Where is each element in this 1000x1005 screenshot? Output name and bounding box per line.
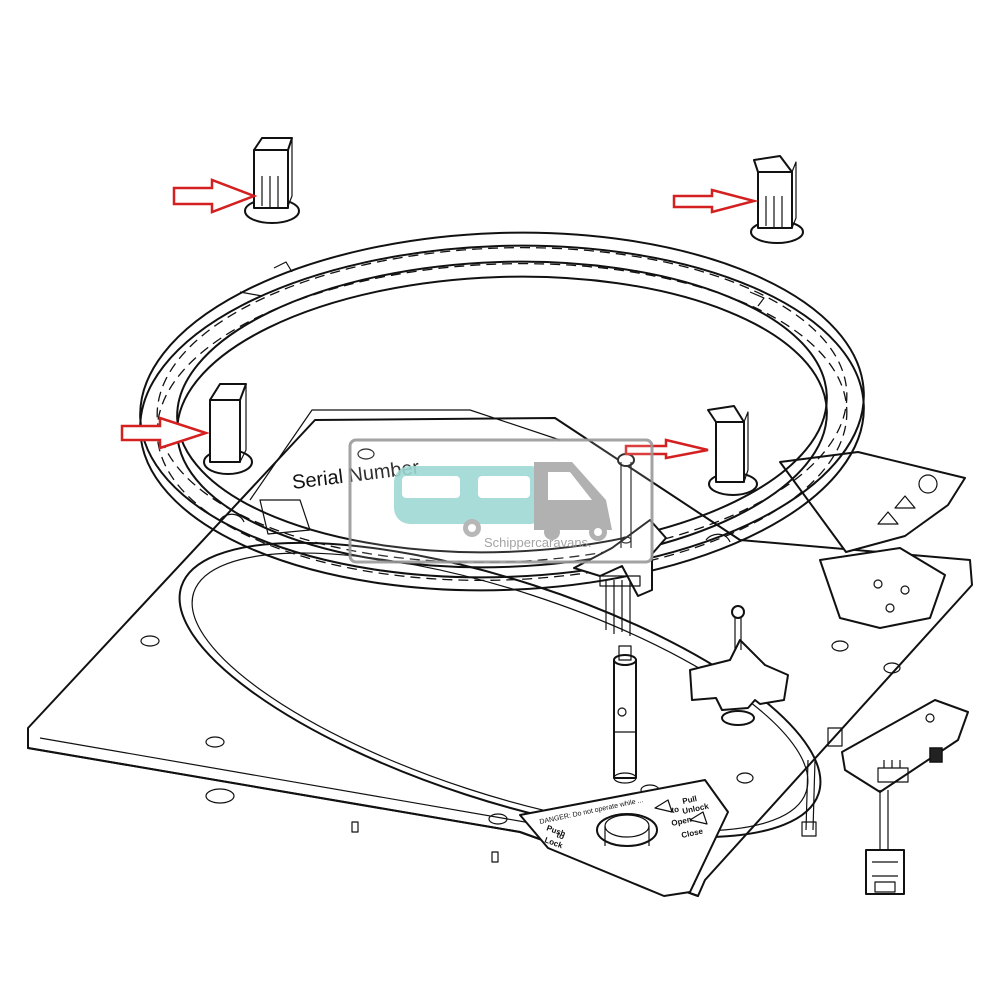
crank-plate: DANGER: Do not operate while ... Pull to… <box>519 779 729 897</box>
pull-label: Pull <box>682 794 698 806</box>
open-label: Open <box>671 815 693 828</box>
latch-top-left <box>244 137 300 224</box>
latch-right-ring <box>707 405 758 496</box>
caravan-logo-icon <box>394 466 546 537</box>
drive-shaft <box>605 580 637 784</box>
to2-label: to <box>555 830 565 841</box>
red-arrow-mid-left-icon <box>120 416 211 450</box>
roof-ring <box>139 231 865 592</box>
circuit-board <box>801 699 969 895</box>
red-arrow-top-right-icon <box>672 188 759 214</box>
to-label: to <box>671 805 680 815</box>
latch-top-right <box>750 155 804 244</box>
watermark-text: Schippercaravans. <box>484 535 592 550</box>
watermark: Schippercaravans. <box>348 438 654 564</box>
knob-assembly <box>689 605 789 726</box>
red-arrow-top-left-icon <box>172 178 258 214</box>
camper-van-icon <box>534 462 612 541</box>
serial-panel <box>249 409 561 535</box>
right-bracket <box>779 451 966 629</box>
red-arrow-mid-right-icon <box>624 438 709 460</box>
latch-left-ring <box>203 383 253 475</box>
